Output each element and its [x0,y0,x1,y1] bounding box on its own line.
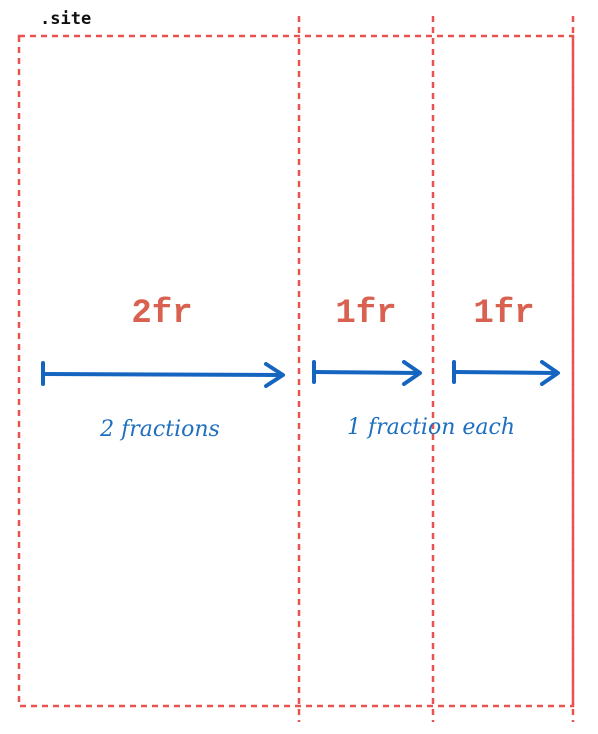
column-2-fr-label: 1fr [335,295,396,333]
annotation-1-fraction-each: 1 fraction each [347,415,515,440]
column-3-fr-label: 1fr [473,295,534,333]
column-3-arrow [452,360,560,386]
site-label: .site [40,9,91,29]
site-container-border [17,34,575,708]
annotation-2-fractions: 2 fractions [99,417,220,442]
column-1-arrow [41,361,285,388]
column-1-fr-label: 2fr [131,295,192,333]
column-2-arrow [312,360,422,386]
